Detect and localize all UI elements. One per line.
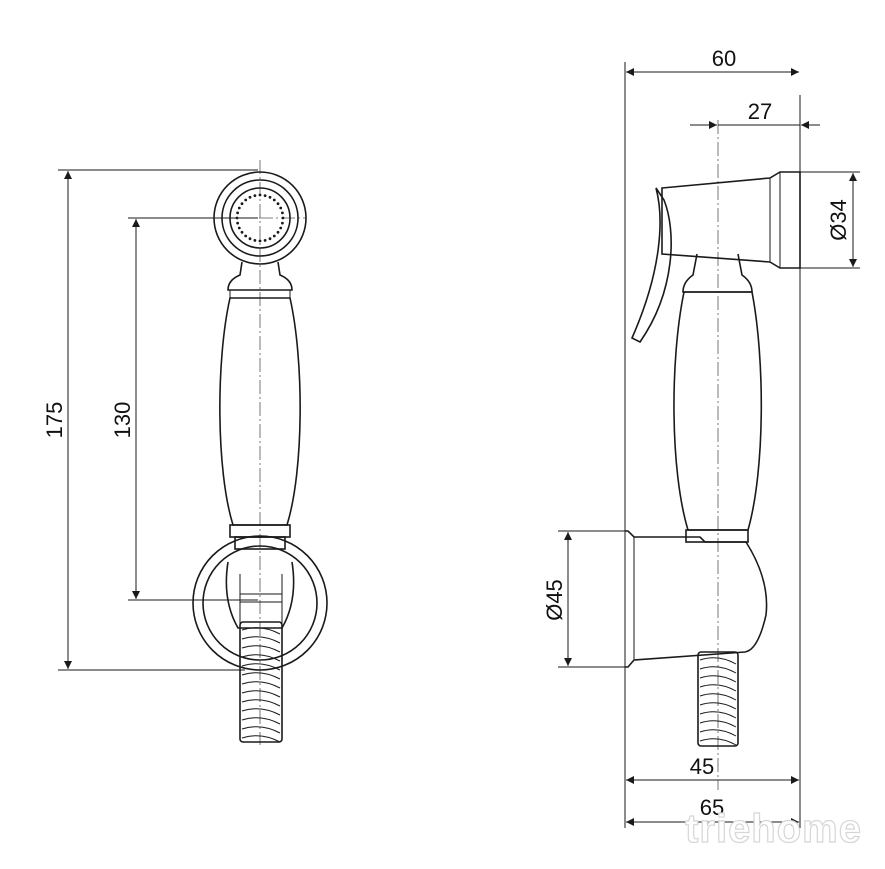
- dim-total-depth-top-label: 60: [712, 46, 736, 71]
- hose-coil: [699, 738, 737, 746]
- spray-holes: [235, 193, 285, 243]
- spray-hole: [281, 211, 284, 215]
- side-holder: [625, 530, 768, 668]
- hose-side: [697, 651, 739, 747]
- hose-coil: [241, 654, 281, 662]
- front-view: 175 130: [42, 160, 328, 745]
- hose-coil: [699, 684, 737, 692]
- dim-hose-offset: 45: [626, 754, 799, 784]
- spray-hole: [253, 239, 257, 242]
- side-view: 60 27 Ø34 Ø45 45: [542, 46, 860, 828]
- hose-coil: [241, 681, 281, 689]
- dim-center-height-label: 130: [110, 402, 135, 439]
- hose-coil: [241, 708, 281, 716]
- spray-hole: [281, 221, 284, 225]
- hose-coil: [241, 699, 281, 707]
- spray-hole: [244, 234, 248, 238]
- hose-coil: [241, 645, 281, 653]
- spray-hole: [258, 193, 262, 197]
- spray-hole: [236, 211, 240, 215]
- trigger-lever: [630, 187, 672, 344]
- dim-total-depth-bottom-label: 65: [700, 795, 724, 820]
- spray-hole: [263, 239, 267, 242]
- spray-hole: [279, 206, 283, 210]
- spray-hole: [276, 230, 280, 234]
- dim-head-diameter: Ø34: [800, 171, 860, 269]
- holder-inner-ring: [202, 545, 318, 661]
- holder-outer-ring: [192, 535, 328, 671]
- dim-head-diameter-label: Ø34: [826, 199, 851, 241]
- spray-hole: [253, 194, 257, 198]
- dim-overall-height-label: 175: [42, 402, 67, 439]
- spray-hole: [237, 226, 241, 230]
- dim-total-depth-bottom: 65: [626, 795, 799, 826]
- dim-hose-offset-label: 45: [690, 754, 714, 779]
- hose-coil: [699, 702, 737, 710]
- dim-spout-offset-label: 27: [748, 99, 772, 124]
- spray-hole: [268, 237, 272, 241]
- spray-hole: [268, 195, 272, 199]
- spray-hole: [237, 206, 241, 210]
- handle-collar-lower: [234, 536, 286, 550]
- dim-spout-offset: 27: [690, 99, 820, 129]
- spray-hole: [248, 195, 252, 199]
- hose-coil: [241, 690, 281, 698]
- spray-hole: [263, 194, 267, 198]
- spray-hole: [244, 198, 248, 202]
- side-handle-collar: [685, 529, 749, 543]
- watermark: triehome: [685, 807, 862, 851]
- hose-coil: [699, 720, 737, 728]
- hose-coil: [699, 711, 737, 719]
- spray-hole: [240, 230, 244, 234]
- spray-hole: [272, 234, 276, 238]
- hose-coil: [241, 717, 281, 725]
- spray-hole: [248, 237, 252, 241]
- hose-coil: [699, 666, 737, 674]
- hose-coil: [699, 657, 737, 665]
- dim-holder-diameter-label: Ø45: [542, 579, 567, 621]
- dim-center-height: 130: [110, 217, 258, 601]
- dim-overall-height: 175: [42, 169, 258, 671]
- hose-coil: [699, 675, 737, 683]
- spray-hole: [276, 202, 280, 206]
- spray-hole: [279, 226, 283, 230]
- spray-hole: [258, 239, 262, 243]
- hose-coil: [241, 636, 281, 644]
- hose-coil: [699, 693, 737, 701]
- hose-coil: [241, 726, 281, 734]
- dim-holder-diameter: Ø45: [542, 530, 625, 668]
- spray-hole: [236, 221, 240, 225]
- spray-hole: [281, 216, 285, 220]
- spray-hole: [272, 198, 276, 202]
- hose-front: [239, 621, 283, 743]
- hose-coil: [241, 627, 281, 635]
- hose-coil: [241, 735, 281, 743]
- hose-coil: [699, 729, 737, 737]
- spray-head: [661, 171, 801, 269]
- dim-total-depth-top: 60: [626, 46, 799, 76]
- hose-coil: [241, 672, 281, 680]
- spray-hole: [240, 202, 244, 206]
- hose-coil: [241, 663, 281, 671]
